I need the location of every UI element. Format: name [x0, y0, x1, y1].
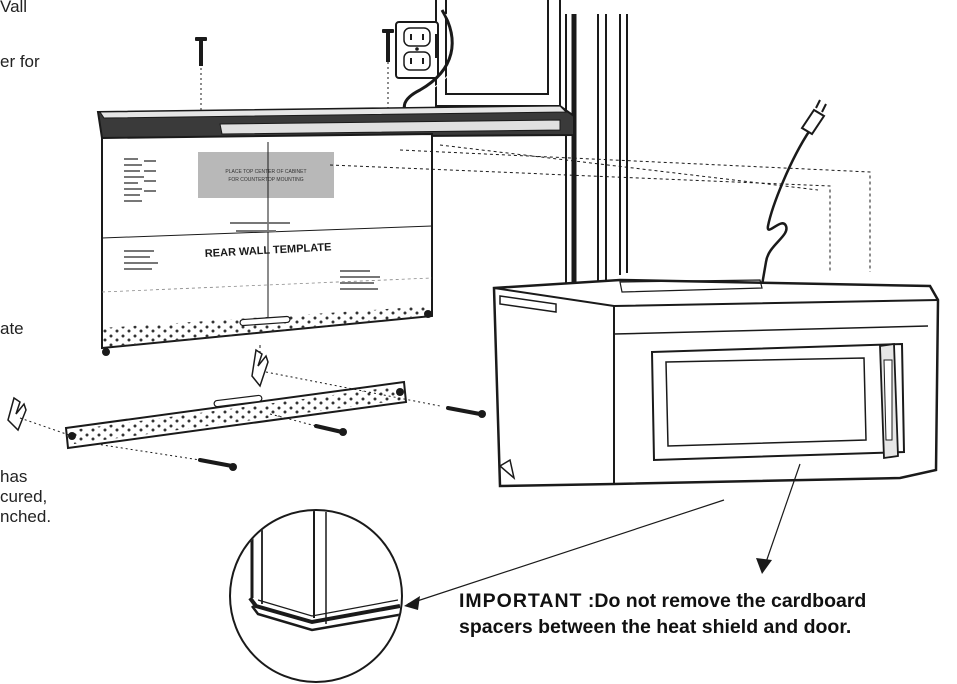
callout-line-2: spacers between the heat shield and door…: [459, 616, 852, 638]
cabinet-frame: [435, 0, 628, 285]
important-callout: IMPORTANT :Do not remove the cardboard s…: [459, 588, 954, 640]
guide-lines: [259, 144, 871, 380]
template-box-text-1: PLACE TOP CENTER OF CABINET: [225, 169, 306, 175]
callout-line-1: IMPORTANT :Do not remove the cardboard: [459, 588, 954, 614]
screw-icon: [195, 29, 439, 66]
detail-magnifier: [229, 509, 403, 683]
rear-wall-template: PLACE TOP CENTER OF CABINET FOR COUNTERT…: [101, 132, 433, 356]
outlet-icon: [395, 21, 439, 79]
power-plug-icon: [760, 99, 827, 286]
callout-keyword: IMPORTANT: [459, 590, 583, 612]
template-box: [198, 152, 334, 198]
fragment-has: has: [0, 467, 28, 486]
callout-leader: [407, 463, 801, 605]
template-box-text-2: FOR COUNTERTOP MOUNTING: [228, 177, 303, 183]
mounting-plate: [64, 380, 408, 450]
fragment-for: er for: [0, 52, 40, 71]
callout-line-1-rest: :Do not remove the cardboard: [582, 590, 867, 612]
plate-screw-icon: [198, 406, 486, 471]
toggle-bolt-icon: [7, 348, 269, 432]
fragment-template: ate: [0, 319, 24, 338]
fragment-launched: nched.: [0, 507, 52, 526]
microwave-oven: [492, 278, 940, 488]
fragment-secured: cured,: [0, 487, 48, 506]
fragment-wall: Vall: [0, 0, 28, 16]
